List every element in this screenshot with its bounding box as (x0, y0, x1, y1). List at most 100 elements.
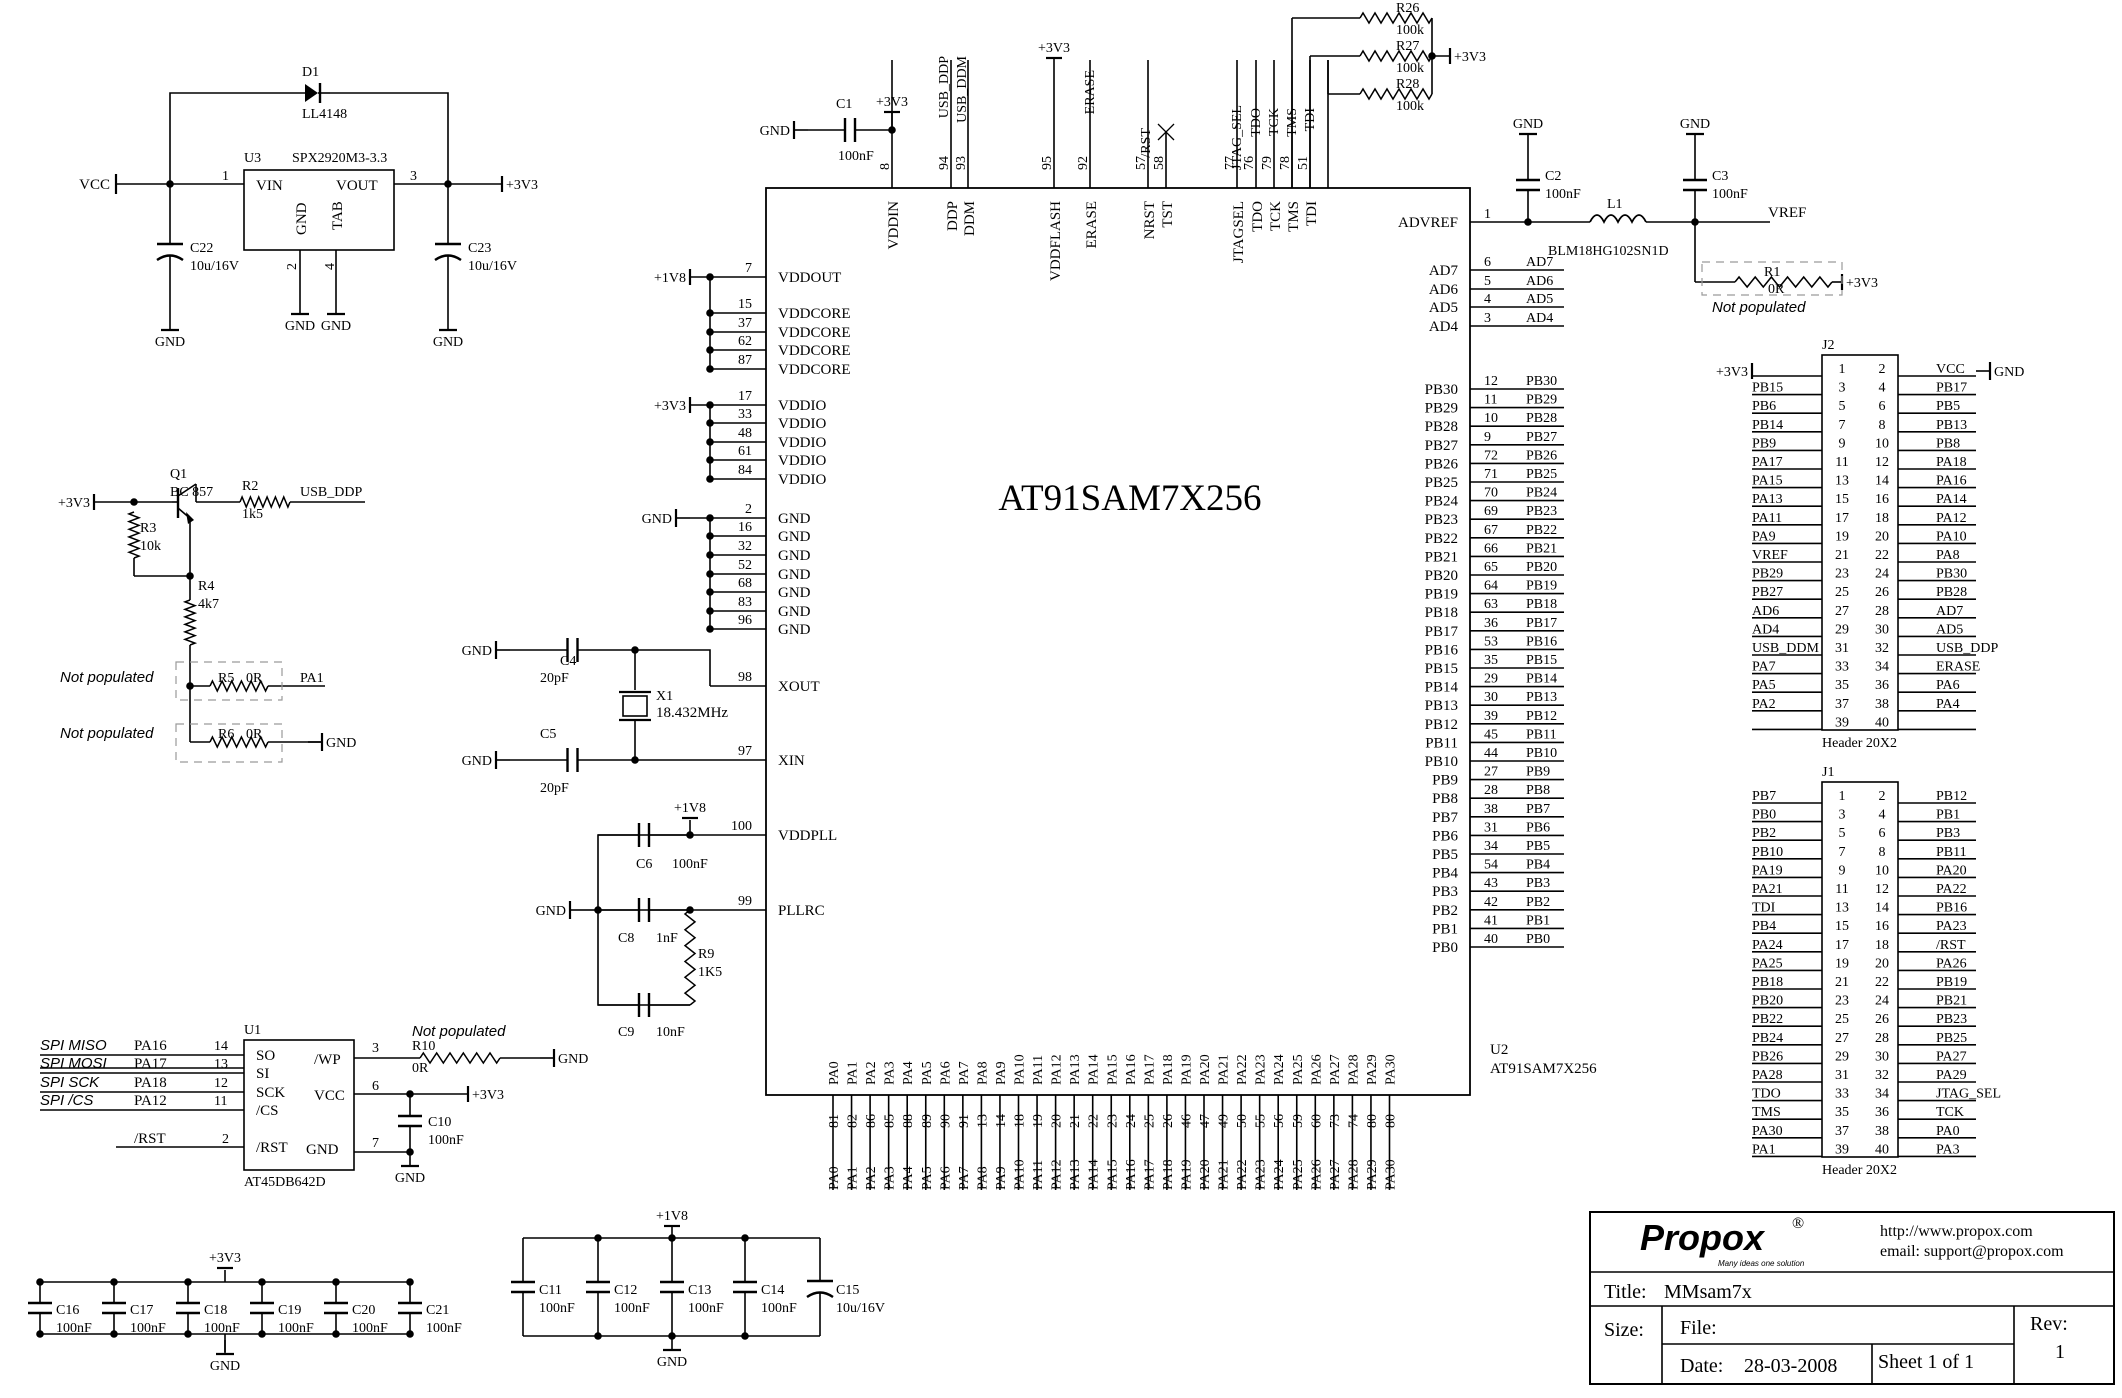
pin-number: 8 (1879, 845, 1886, 860)
net-label: PA0 (827, 1166, 842, 1190)
net-label: PA16 (1124, 1159, 1139, 1190)
decoupling-cap-value: 100nF (614, 1301, 650, 1316)
r1-value: 0R (1768, 282, 1785, 297)
header-net: PB1 (1936, 808, 1960, 823)
wire (635, 649, 711, 686)
title-block-frame (1589, 1211, 2115, 1385)
decoupling-cap-ref: C12 (614, 1283, 637, 1298)
header-net: PA25 (1752, 956, 1783, 971)
pin-name: PB25 (1425, 475, 1458, 491)
header-net: PA15 (1752, 474, 1783, 489)
pin-name: PB21 (1425, 549, 1458, 565)
header-net: PB8 (1936, 436, 1960, 451)
pin-number: 34 (1484, 839, 1498, 854)
c9-value: 10nF (656, 1025, 685, 1040)
pin-number: 71 (1484, 467, 1498, 482)
net-label: PB26 (1526, 448, 1557, 463)
header-net: VREF (1752, 548, 1788, 563)
net-label: PB7 (1526, 802, 1550, 817)
pin-number: 2 (745, 502, 752, 517)
net-label: PB17 (1526, 616, 1557, 631)
pin-number: 3 (1839, 808, 1846, 823)
pin-number: 54 (1484, 858, 1498, 873)
net-label: PB18 (1526, 597, 1557, 612)
junction-dot (706, 419, 714, 427)
rail-label: +3V3 (209, 1251, 241, 1266)
header-net: PB3 (1936, 826, 1960, 841)
pin-number: 99 (738, 894, 752, 909)
junction-dot (406, 1278, 414, 1286)
pin-number: 3 (410, 169, 417, 184)
net-label: PA9 (994, 1166, 1009, 1190)
pin-number: 97 (738, 744, 752, 759)
net-label: PA12 (1050, 1159, 1065, 1190)
header-net: PA13 (1752, 492, 1783, 507)
pin-name: TDO (1250, 201, 1266, 232)
not-populated-outline (175, 723, 283, 763)
pin-name: PB12 (1425, 717, 1458, 733)
decoupling-cap-value: 100nF (761, 1301, 797, 1316)
pin-name: VDDIO (778, 472, 826, 488)
pin-number: 1 (222, 169, 229, 184)
pin-number: 25 (1835, 1012, 1849, 1027)
pin-number: 15 (1835, 919, 1849, 934)
pin-name: PA20 (1198, 1054, 1213, 1085)
net-label: PB6 (1526, 820, 1550, 835)
logo-tagline: Many ideas one solution (1718, 1259, 1805, 1268)
pin-number: 81 (827, 1114, 842, 1128)
mcu-part: AT91SAM7X256 (1490, 1061, 1597, 1077)
spi-net: PA18 (134, 1075, 167, 1091)
header-net: PB20 (1752, 994, 1783, 1009)
wire (209, 735, 269, 749)
pin-number: 18 (1013, 1114, 1028, 1128)
junction-dot (186, 682, 194, 690)
decoupling-cap-value: 100nF (426, 1321, 462, 1336)
junction-dot (706, 570, 714, 578)
pin-number: 13 (1835, 474, 1849, 489)
transistor-arrow (186, 512, 194, 524)
header-net: TCK (1936, 1105, 1964, 1120)
inductor-coil (1589, 214, 1647, 225)
decoupling-cap-value: 100nF (352, 1321, 388, 1336)
pin-number: 28 (1875, 604, 1889, 619)
pin-number: 23 (1835, 994, 1849, 1009)
junction-dot (706, 588, 714, 596)
header-net: PA19 (1752, 863, 1783, 878)
c22-ref: C22 (190, 241, 213, 256)
decoupling-cap-ref: C19 (278, 1303, 301, 1318)
pin-name: PB9 (1432, 773, 1458, 789)
header-net: PB6 (1752, 399, 1776, 414)
net-label: PA29 (1365, 1159, 1380, 1190)
pin-number: 10 (1875, 863, 1889, 878)
rail-label: +3V3 (876, 95, 908, 110)
pin-number: 26 (1875, 1012, 1889, 1027)
pin-number: 17 (1835, 938, 1849, 953)
decoupling-cap-ref: C17 (130, 1303, 153, 1318)
decoupling-cap-ref: C14 (761, 1283, 784, 1298)
r4-ref: R4 (198, 579, 214, 594)
gnd-label: GND (326, 736, 356, 751)
pin-name: PA18 (1161, 1054, 1176, 1085)
pin-name: PB26 (1425, 456, 1459, 472)
net-label: PB14 (1526, 672, 1557, 687)
pin-number: 1 (1484, 207, 1491, 222)
pin-number: 14 (214, 1039, 228, 1054)
pin-number: 28 (1484, 783, 1498, 798)
net-label: PB22 (1526, 523, 1557, 538)
rail-label: +1V8 (654, 271, 686, 286)
pin-name: PA6 (938, 1061, 953, 1085)
pin-number: 30 (1875, 1049, 1889, 1064)
header-net: PB15 (1752, 381, 1783, 396)
header-net: PB25 (1936, 1031, 1967, 1046)
pin-number: 20 (1050, 1114, 1065, 1128)
net-label: PB12 (1526, 709, 1557, 724)
net-label: PA28 (1346, 1159, 1361, 1190)
pin-name: VDDCORE (778, 325, 851, 341)
pin-number: 93 (954, 156, 969, 170)
net-label: PA20 (1198, 1159, 1213, 1190)
header-net: AD4 (1752, 622, 1779, 637)
decoupling-cap-ref: C16 (56, 1303, 79, 1318)
header-net: PB14 (1752, 418, 1783, 433)
net-label: PA17 (1142, 1159, 1157, 1190)
pin-number: 73 (1328, 1114, 1343, 1128)
